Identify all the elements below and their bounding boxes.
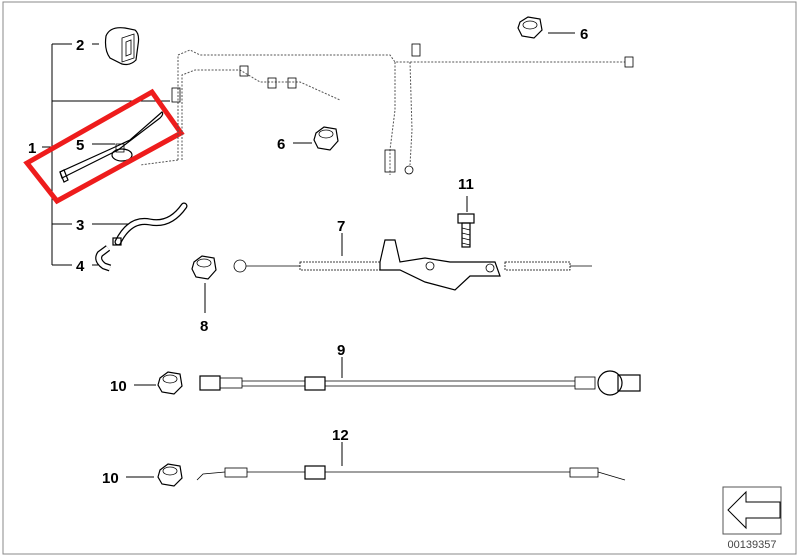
part-10-nut-a — [157, 371, 183, 395]
callout-9: 9 — [337, 342, 345, 359]
callout-10a: 10 — [110, 378, 127, 395]
callout-11: 11 — [458, 176, 474, 193]
part-6-nut-mid — [313, 126, 339, 151]
back-arrow-button[interactable] — [722, 486, 782, 535]
wiring-harness — [139, 43, 634, 175]
highlight-box — [23, 88, 185, 205]
callout-6-mid: 6 — [277, 136, 285, 153]
part-3-hose — [112, 202, 188, 246]
part-4-elbow — [95, 245, 112, 272]
callout-8: 8 — [200, 318, 208, 335]
callout-1: 1 — [28, 140, 36, 157]
part-2-bracket — [104, 27, 140, 66]
callout-4: 4 — [76, 258, 85, 275]
part-12-cable — [196, 465, 626, 481]
callout-3: 3 — [76, 217, 84, 234]
callout-5: 5 — [76, 137, 84, 154]
part-8-nut — [191, 255, 217, 280]
callout-7: 7 — [337, 218, 345, 235]
callout-12: 12 — [332, 427, 349, 444]
part-7-cable — [233, 239, 592, 291]
callout-2: 2 — [76, 37, 84, 54]
group-bracket — [42, 43, 170, 266]
part-9-cable — [199, 370, 641, 396]
arrow-left-icon — [727, 490, 781, 530]
diagram-code: 00139357 — [728, 539, 777, 551]
callout-10b: 10 — [102, 470, 119, 487]
part-10-nut-b — [157, 463, 183, 487]
part-5-rod — [59, 111, 164, 183]
part-6-nut-top — [517, 16, 543, 39]
callout-6-top: 6 — [580, 26, 588, 43]
part-11-bolt — [457, 213, 475, 248]
